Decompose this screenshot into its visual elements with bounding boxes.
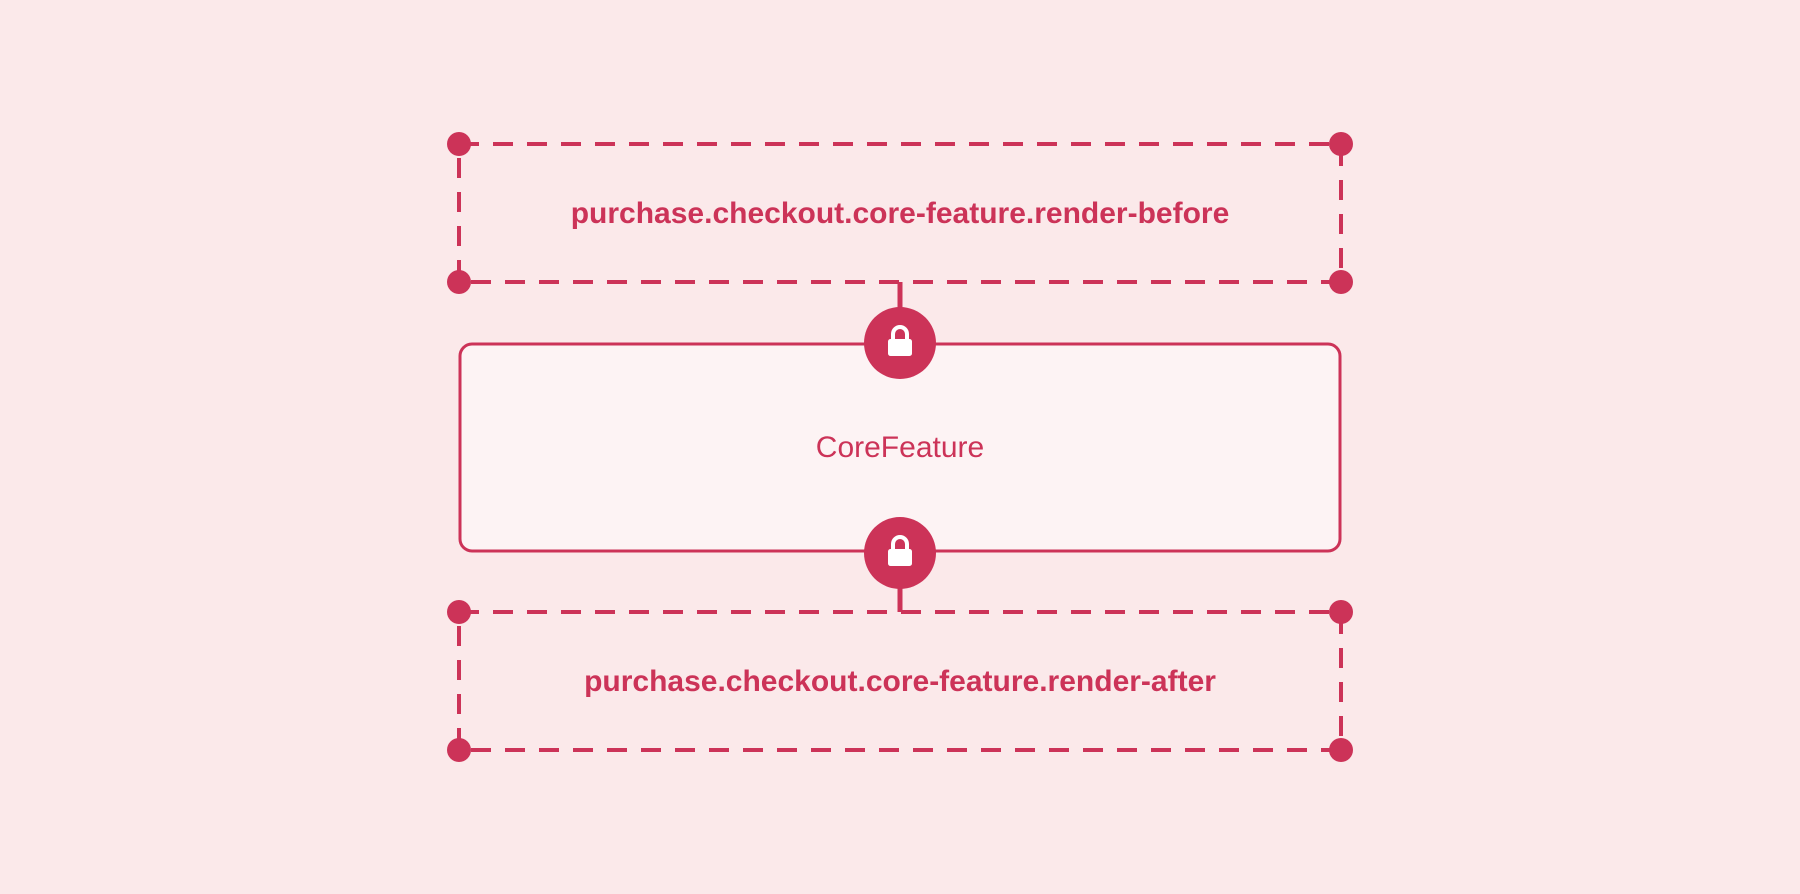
lock-icon <box>888 325 912 356</box>
slot-render-before-label: purchase.checkout.core-feature.render-be… <box>570 197 1230 230</box>
slot-handle-top-right <box>1329 132 1353 156</box>
lock-badge-bottom <box>864 517 936 589</box>
lock-badge-top <box>864 307 936 379</box>
slot-handle-bottom-right <box>1329 738 1353 762</box>
slot-render-after-label: purchase.checkout.core-feature.render-af… <box>584 665 1216 698</box>
core-feature-label: CoreFeature <box>815 431 985 464</box>
slot-handle-top-right <box>1329 600 1353 624</box>
slot-render-after <box>447 600 1353 762</box>
slot-handle-bottom-right <box>1329 270 1353 294</box>
slot-handle-bottom-left <box>447 270 471 294</box>
slot-handle-top-left <box>447 132 471 156</box>
lock-icon <box>888 535 912 566</box>
slot-render-before <box>447 132 1353 294</box>
slot-handle-top-left <box>447 600 471 624</box>
slot-handle-bottom-left <box>447 738 471 762</box>
